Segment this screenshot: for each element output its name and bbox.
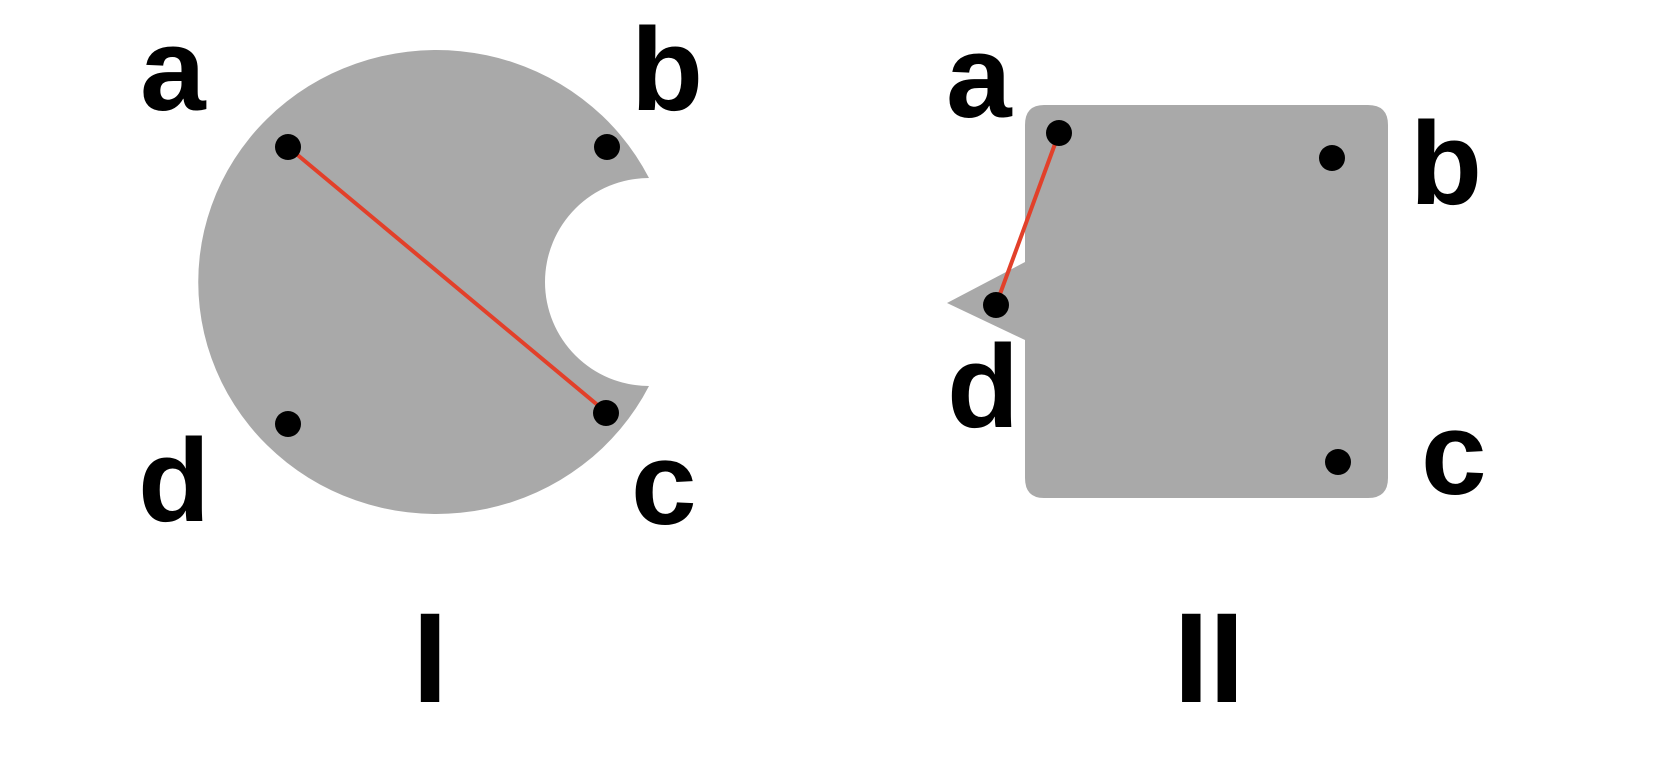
figure-2-point-a [1046,120,1072,146]
figure-2-point-d [983,292,1009,318]
figure-1-region [198,50,650,515]
figure-2-label-d: d [947,321,1019,453]
figure-1-point-d [275,411,301,437]
figure-1-point-a [275,134,301,160]
figure-2-caption: II [1173,587,1244,730]
figure-2-label-b: b [1410,98,1482,230]
figure-2: a b c d [946,11,1487,520]
figure-2-region [947,105,1388,498]
figure-2-label-c: c [1421,388,1487,520]
figure-1-point-c [593,400,619,426]
figure-1-label-b: b [631,4,703,136]
figure-1-caption: I [412,587,448,730]
figure-1-label-a: a [140,4,207,136]
figure-2-point-c [1325,449,1351,475]
figure-1-segment-a-c [286,145,608,414]
figure-2-label-a: a [946,11,1013,143]
figure-2-point-b [1319,145,1345,171]
figure-1-point-b [594,134,620,160]
figure-2-segment-a-d [994,132,1061,306]
figure-1: a b c d [138,4,703,550]
figure-1-label-d: d [138,415,210,547]
figure-1-label-c: c [631,418,697,550]
